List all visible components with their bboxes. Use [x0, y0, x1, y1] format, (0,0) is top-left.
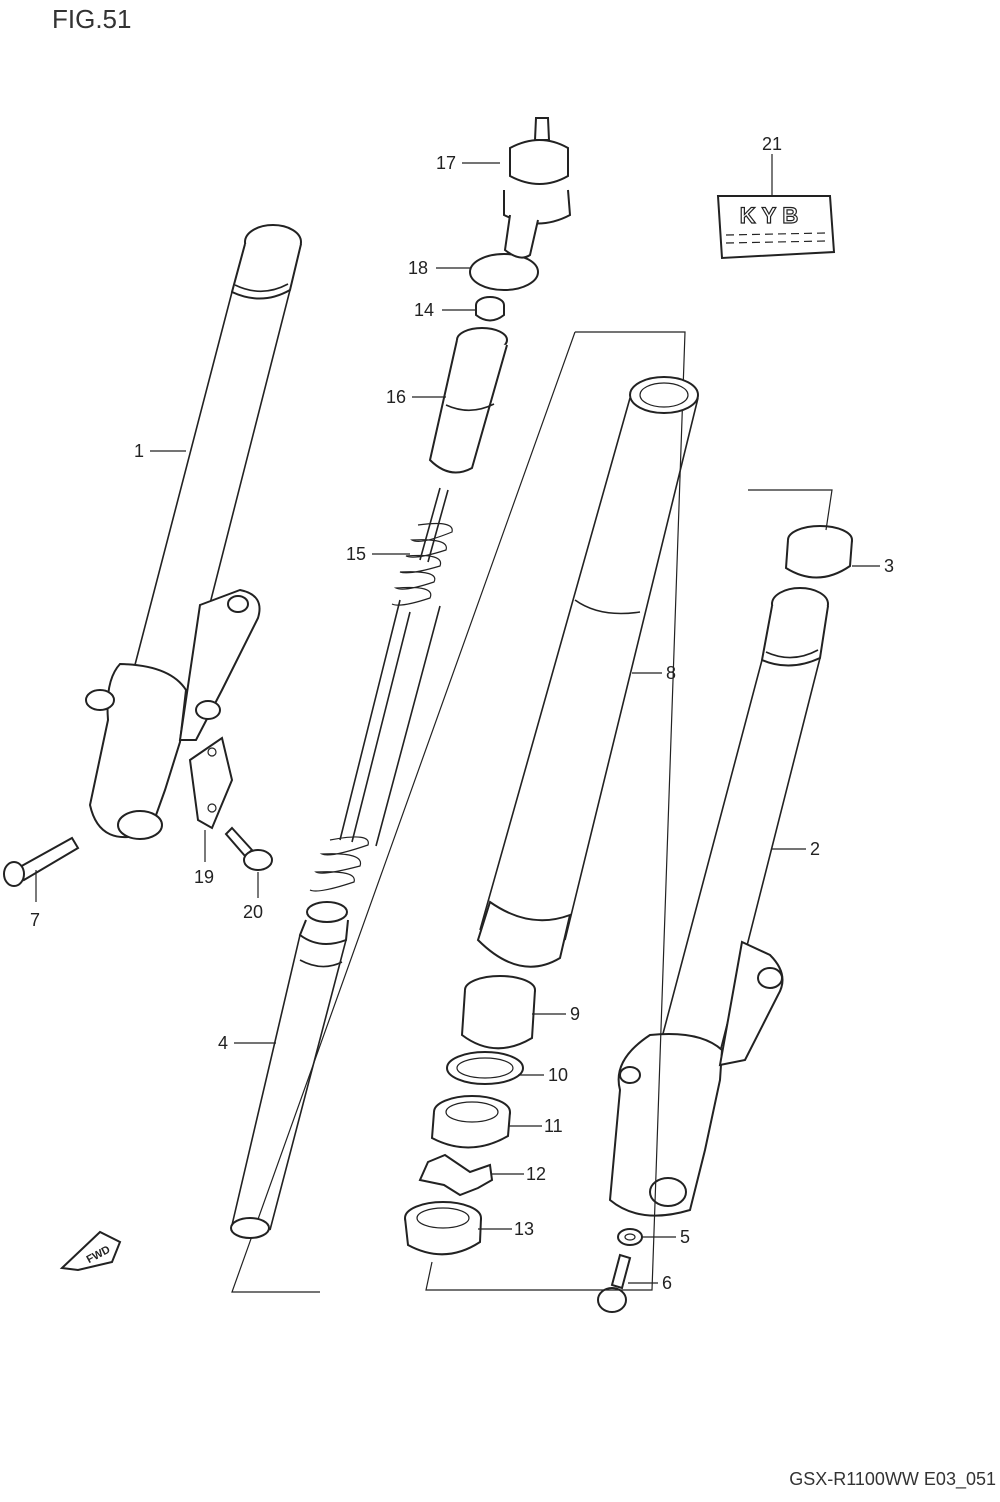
- part-21-kyb-label[interactable]: KYB: [716, 195, 836, 260]
- callout-5: 5: [680, 1227, 690, 1247]
- callout-3: 3: [884, 556, 894, 576]
- part-7-bolt[interactable]: [3, 836, 80, 887]
- callout-10: 10: [548, 1065, 568, 1085]
- part-5-washer[interactable]: [617, 1228, 643, 1246]
- part-12-stopper-ring[interactable]: [418, 1153, 494, 1197]
- part-18-o-ring[interactable]: [469, 253, 539, 291]
- part-8-inner-tube[interactable]: [476, 376, 699, 968]
- callout-6: 6: [662, 1273, 672, 1293]
- part-15-spring[interactable]: [309, 487, 453, 892]
- model-code: GSX-R1100WW E03_051: [789, 1469, 996, 1489]
- part-3-bushing[interactable]: [784, 525, 853, 579]
- callout-15: 15: [346, 544, 366, 564]
- callout-19: 19: [194, 867, 214, 887]
- callout-20: 20: [243, 902, 263, 922]
- figure-label: FIG.51: [52, 4, 132, 34]
- callout-4: 4: [218, 1033, 228, 1053]
- callout-18: 18: [408, 258, 428, 278]
- callout-8: 8: [666, 663, 676, 683]
- callout-11: 11: [544, 1116, 563, 1136]
- part-20-bolt-washer[interactable]: [224, 826, 273, 871]
- part-14-nut[interactable]: [475, 296, 505, 322]
- leader-lines: [35, 154, 880, 1284]
- part-9-slide-bushing[interactable]: [460, 975, 536, 1050]
- callout-17: 17: [436, 153, 456, 173]
- part-16-spacer[interactable]: [428, 327, 508, 474]
- part-2-right-outer-tube[interactable]: [608, 587, 829, 1217]
- part-6-bolt[interactable]: [597, 1253, 632, 1313]
- part-11-oil-seal[interactable]: [430, 1095, 511, 1149]
- callout-12: 12: [526, 1164, 546, 1184]
- part-10-washer-ring[interactable]: [446, 1051, 524, 1085]
- part-1-left-outer-tube[interactable]: [85, 224, 302, 840]
- callout-labels: 1 2 3 4 5 6 7 8 9 10 11 12 13 14 15 16 1…: [30, 134, 894, 1293]
- callout-7: 7: [30, 910, 40, 930]
- kyb-label-text: KYB: [740, 203, 804, 228]
- callout-16: 16: [386, 387, 406, 407]
- part-4-damper-rod[interactable]: [230, 901, 349, 1239]
- fwd-arrow-icon: FWD: [59, 1230, 122, 1272]
- callout-14: 14: [414, 300, 434, 320]
- callout-9: 9: [570, 1004, 580, 1024]
- callout-21: 21: [762, 134, 782, 154]
- callout-1: 1: [134, 441, 144, 461]
- callout-13: 13: [514, 1219, 534, 1239]
- part-17-cap-bolt[interactable]: [503, 117, 572, 259]
- part-13-dust-seal[interactable]: [404, 1201, 482, 1256]
- part-19-bracket[interactable]: [188, 736, 234, 830]
- inner-group-frame: [231, 331, 833, 1293]
- callout-2: 2: [810, 839, 820, 859]
